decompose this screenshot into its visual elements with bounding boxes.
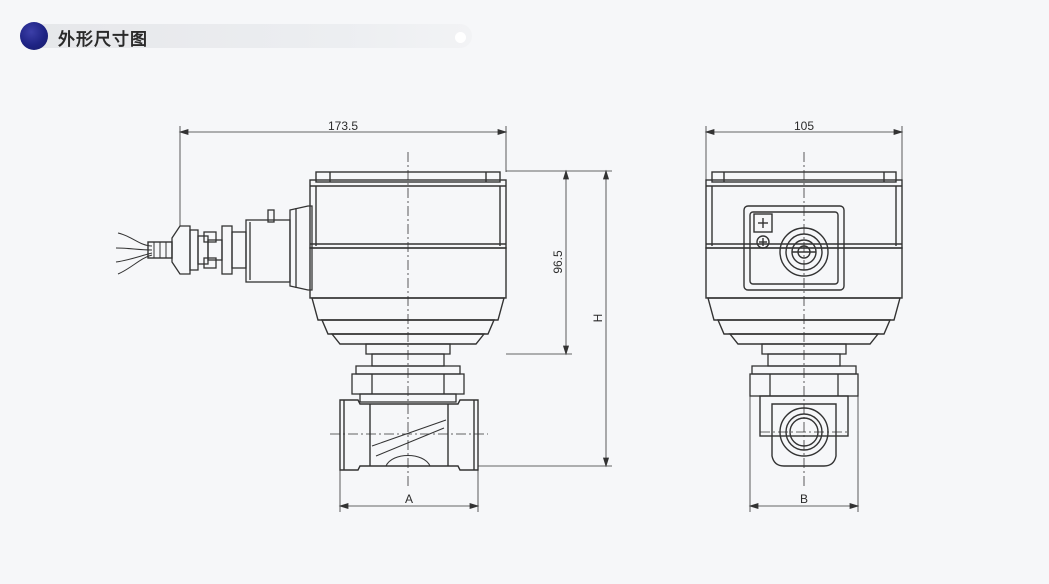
valve-stem (351, 343, 465, 403)
header-bullet-icon (20, 22, 48, 50)
cable (115, 232, 173, 275)
side-view (704, 126, 904, 512)
coil-head (309, 171, 507, 345)
dim-front-width (178, 126, 508, 226)
label-coil-height: 96.5 (551, 250, 565, 274)
front-view (115, 126, 612, 512)
section-header: 外形尺寸图 (20, 22, 472, 50)
header-dot (455, 32, 466, 43)
label-total-height: H (591, 314, 605, 323)
dim-vertical (478, 169, 612, 468)
label-port-b: B (800, 492, 808, 506)
cable-gland (171, 205, 313, 291)
section-title: 外形尺寸图 (58, 30, 148, 50)
dim-side-width (704, 126, 904, 180)
label-front-width: 173.5 (328, 119, 358, 133)
header-pill (30, 24, 472, 48)
dim-port-a (338, 470, 480, 512)
label-port-a: A (405, 492, 413, 506)
dim-port-b (748, 396, 860, 512)
valve-body (330, 399, 488, 471)
label-side-width: 105 (794, 119, 814, 133)
